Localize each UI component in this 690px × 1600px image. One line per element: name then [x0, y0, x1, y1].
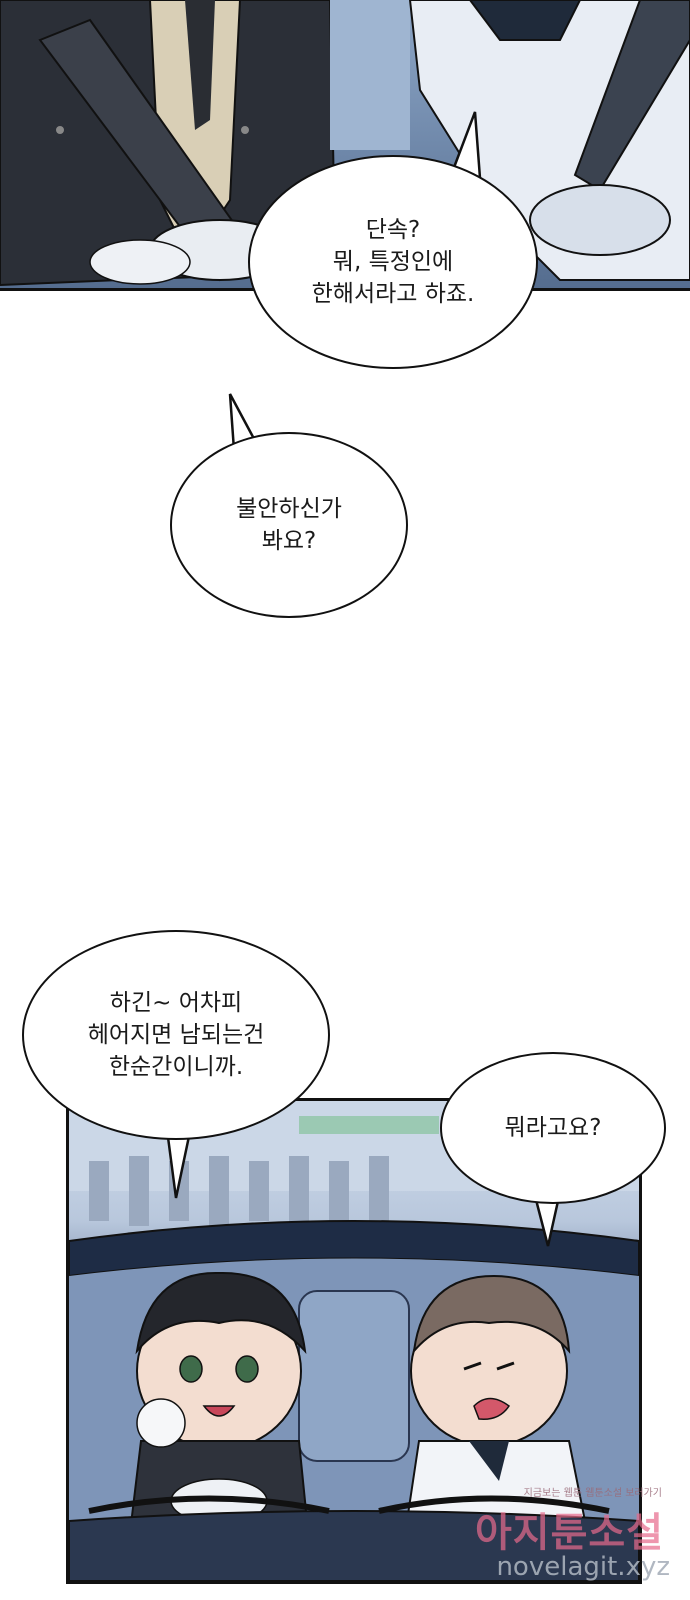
speech-bubble-3: 하긴~ 어차피 헤어지면 남되는건 한순간이니까.: [22, 930, 330, 1140]
speech-bubble-4: 뭐라고요?: [440, 1052, 666, 1204]
speech-bubble-1: 단속? 뭐, 특정인에 한해서라고 하죠.: [248, 155, 538, 369]
top-panel: [0, 0, 690, 291]
speech-bubble-2: 불안하신가 봐요?: [170, 432, 408, 618]
